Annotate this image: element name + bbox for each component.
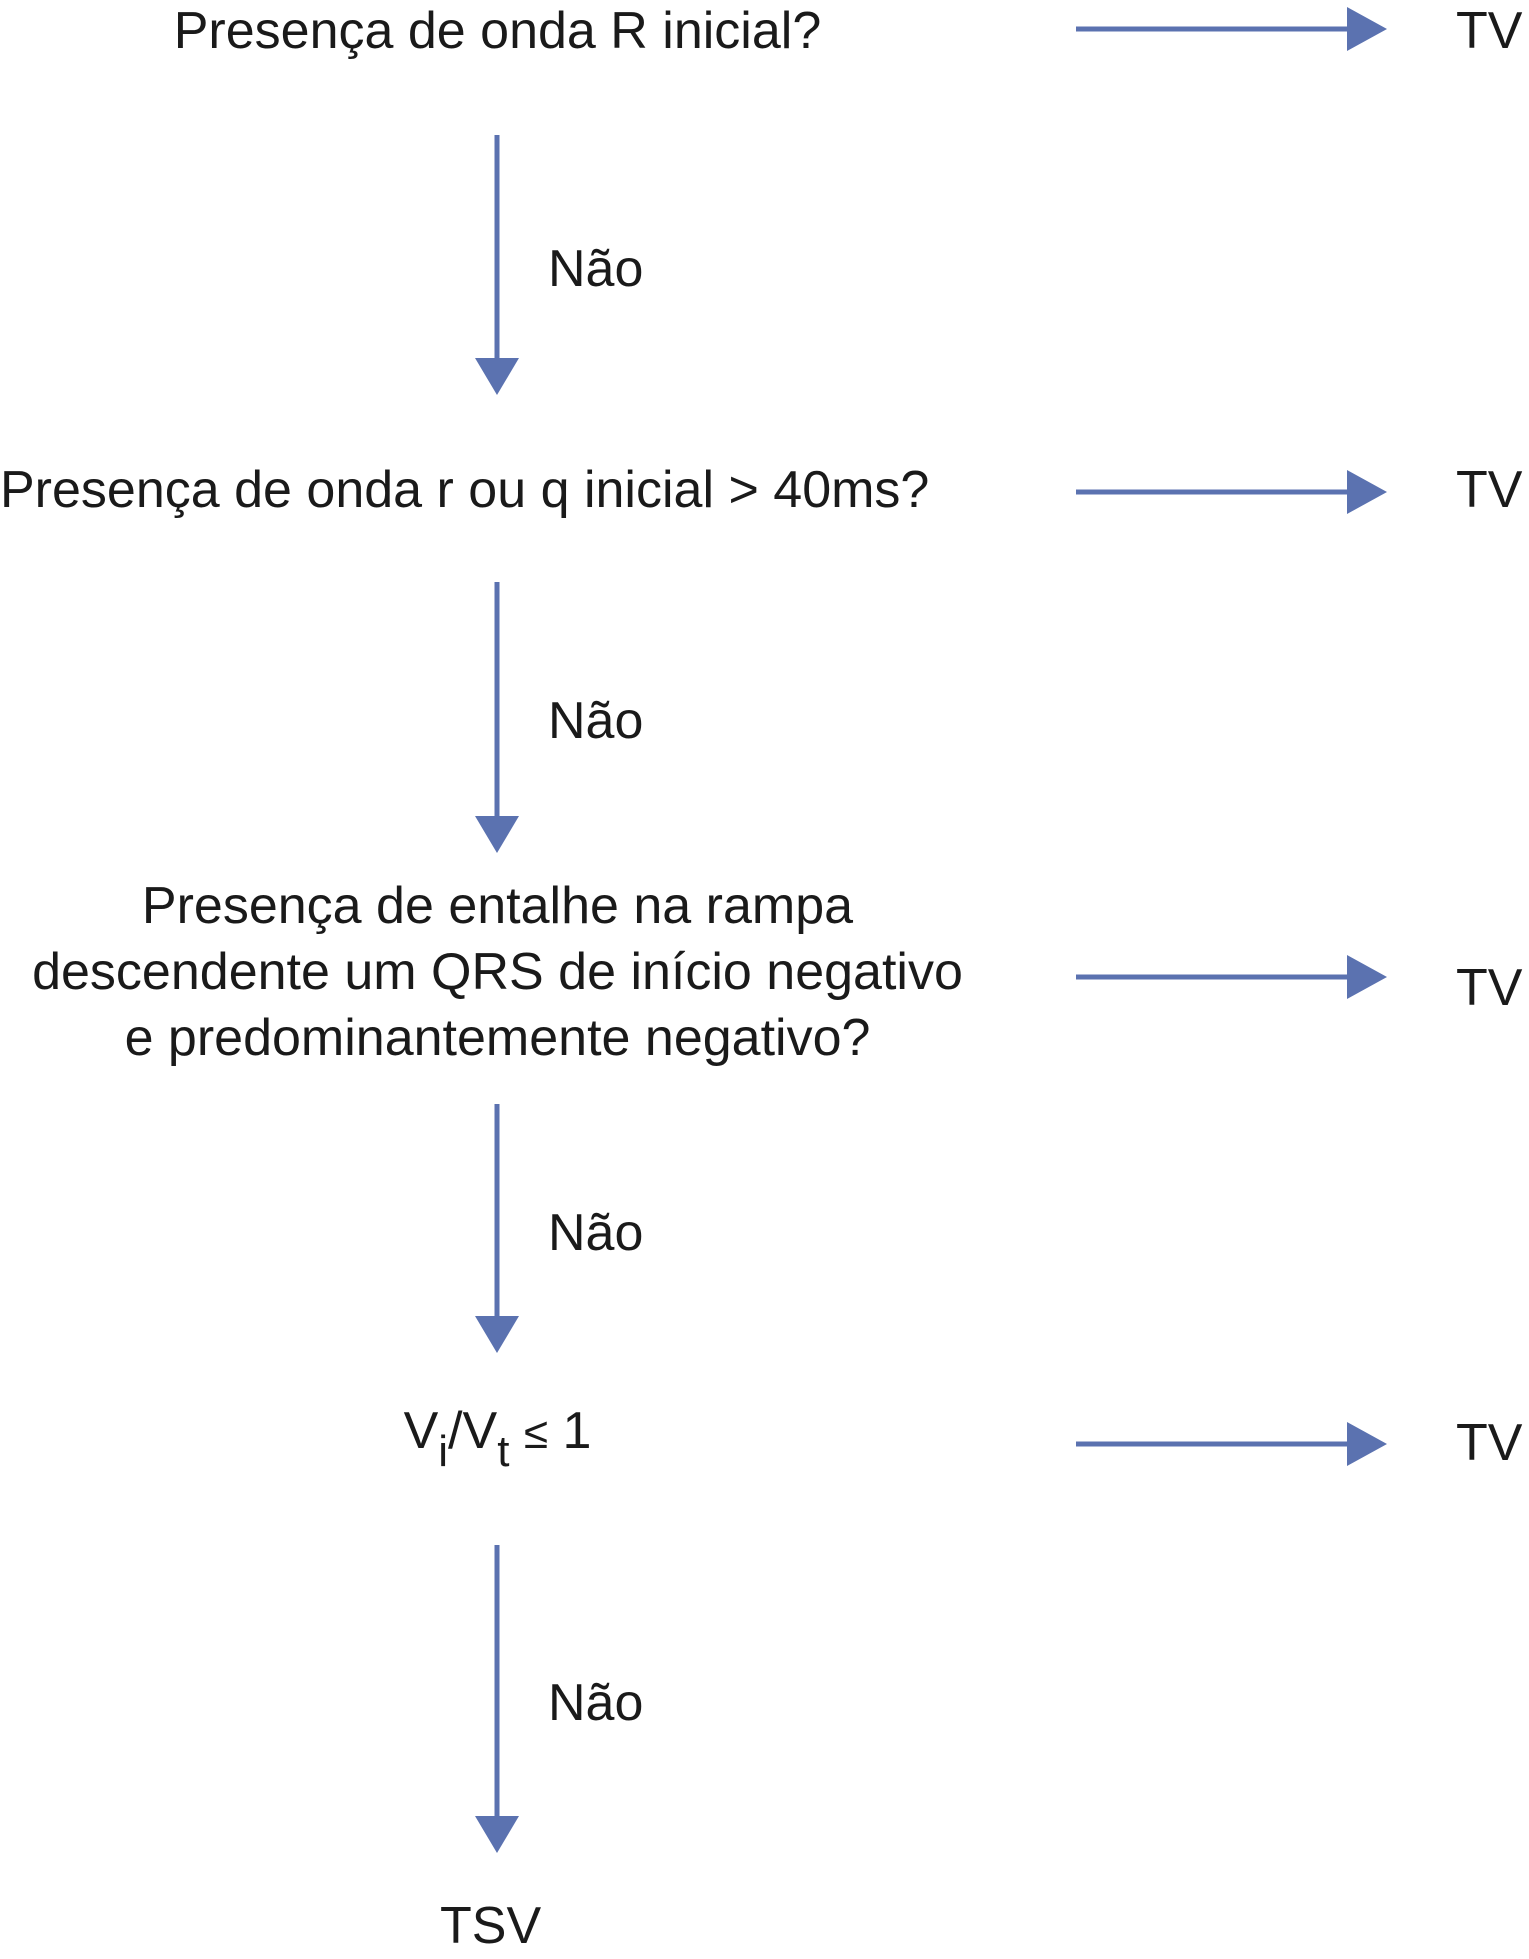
ratio-sub-i: i: [438, 1427, 449, 1476]
result-tv-3: TV: [1456, 959, 1523, 1017]
horizontal-arrow-2: [1076, 470, 1387, 514]
question-3-line-1: Presença de entalhe na rampa: [141, 877, 854, 935]
result-tv-1: TV: [1456, 2, 1523, 60]
ratio-sub-t: t: [497, 1427, 510, 1476]
horizontal-arrow-4: [1076, 1422, 1387, 1466]
ratio-threshold: 1: [548, 1402, 592, 1460]
less-equal-symbol: ≤: [523, 1409, 549, 1458]
no-label-1: Não: [548, 240, 644, 298]
no-label-4: Não: [548, 1674, 644, 1732]
horizontal-arrow-3: [1076, 955, 1387, 999]
vertical-arrow-3: [475, 1104, 519, 1353]
horizontal-arrow-1: [1076, 7, 1387, 51]
question-2: Presença de onda r ou q inicial > 40ms?: [0, 461, 930, 519]
question-3-line-3: e predominantemente negativo?: [124, 1009, 871, 1067]
ratio-slash-v: /V: [448, 1402, 498, 1460]
result-tv-2: TV: [1456, 461, 1523, 519]
result-tv-4: TV: [1456, 1414, 1523, 1472]
question-3: Presença de entalhe na rampa descendente…: [0, 873, 995, 1071]
question-1: Presença de onda R inicial?: [173, 2, 822, 60]
vertical-arrow-4: [475, 1545, 519, 1853]
question-3-line-2: descendente um QRS de início negativo: [32, 943, 963, 1001]
ratio-v: V: [403, 1402, 439, 1460]
vertical-arrow-1: [475, 135, 519, 395]
vertical-arrow-2: [475, 582, 519, 853]
no-label-2: Não: [548, 692, 644, 750]
question-4-ratio: Vi/Vt ≤ 1: [0, 1398, 995, 1485]
result-tsv: TSV: [440, 1897, 542, 1955]
no-label-3: Não: [548, 1204, 644, 1262]
